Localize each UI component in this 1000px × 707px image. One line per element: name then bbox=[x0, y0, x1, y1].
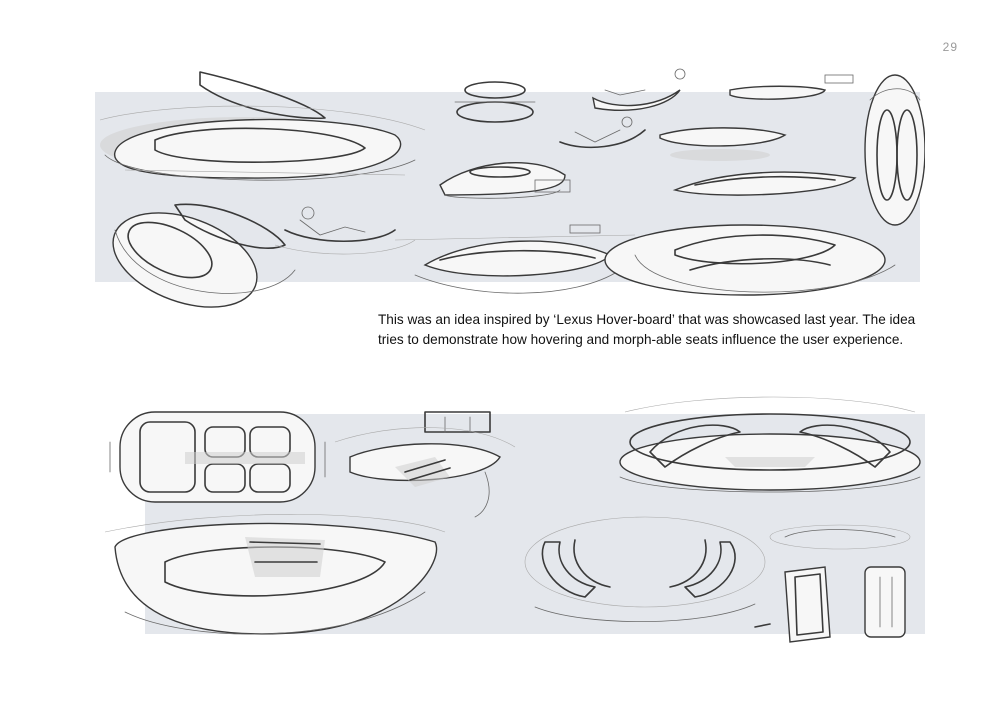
bottom-sketch-panel bbox=[105, 392, 930, 654]
lounge-vessel-sketch bbox=[99, 71, 426, 181]
concept-thumbnails bbox=[454, 68, 686, 149]
twin-capsule-sketch bbox=[112, 203, 296, 308]
seat-detail-sketch bbox=[334, 411, 516, 518]
ring-lounge-sketch bbox=[619, 396, 921, 493]
reclining-figure-sketch bbox=[274, 206, 416, 255]
caption-text: This was an idea inspired by ‘Lexus Hove… bbox=[378, 312, 916, 347]
hover-board-sketch bbox=[604, 224, 896, 296]
page-number: 29 bbox=[942, 40, 958, 54]
interior-plan-view-sketch bbox=[109, 411, 326, 503]
seating-arrangement-sketch bbox=[524, 516, 766, 623]
capsule-top-view-sketch bbox=[864, 74, 925, 226]
hover-seat-sketches bbox=[659, 74, 857, 196]
top-sketch-panel bbox=[95, 60, 925, 320]
car-profile-sketch bbox=[439, 161, 571, 199]
seat-module-sketches bbox=[754, 524, 911, 643]
interior-perspective-sketch bbox=[105, 514, 446, 635]
